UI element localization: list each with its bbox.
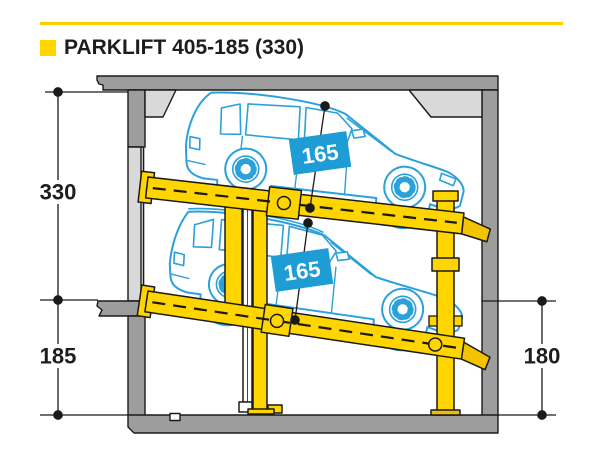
lower-car-window-rear <box>192 218 215 249</box>
top-divider-rule <box>40 22 563 25</box>
lift-columns <box>224 191 461 416</box>
dim-label-165-upper: 165 <box>300 139 340 169</box>
dim-dot <box>537 296 547 306</box>
front-post-tab-right <box>453 315 463 327</box>
lower-platform-pivot-post <box>427 337 443 352</box>
lower-platform <box>136 284 491 371</box>
front-post-tabs <box>428 315 463 327</box>
middle-base-plate <box>247 408 275 415</box>
building-structure <box>96 75 499 434</box>
floor-joint-notch <box>169 412 181 422</box>
ceiling-haunch-left <box>144 89 177 118</box>
upper-car-headlight <box>438 172 457 187</box>
title-block: PARKLIFT 405-185 (330) <box>40 36 304 60</box>
cylinder-foot <box>238 401 253 413</box>
upper-platform <box>137 170 492 243</box>
dimension-labels: 330 185 180 165 165 <box>34 131 566 369</box>
left-wall-upper <box>127 89 146 148</box>
label-mask <box>34 180 82 204</box>
ceiling-haunch-right <box>408 89 483 118</box>
dim-dot <box>305 203 315 213</box>
upper-car-bumper-line <box>185 159 206 166</box>
front-post-base <box>430 409 461 416</box>
dim-label-180: 180 <box>524 344 561 369</box>
upper-car-taillight <box>189 135 201 151</box>
lower-car-height-label: 165 <box>270 248 334 292</box>
label-box-blue <box>288 131 352 175</box>
dim-dot <box>303 218 313 228</box>
upper-car-window-mid <box>244 103 301 141</box>
title-bullet-icon <box>40 40 56 56</box>
lower-car-mirror <box>335 251 351 262</box>
upper-car-rear-wheel <box>224 147 268 191</box>
floor-slab <box>127 414 499 434</box>
front-post-tab-left <box>428 315 438 327</box>
label-mask <box>34 344 82 368</box>
dim-dot <box>53 87 63 97</box>
dim-dot <box>53 410 63 420</box>
upper-car-window-rear <box>219 103 242 136</box>
dim-label-185: 185 <box>40 344 77 369</box>
lower-car-bumper-line <box>169 273 190 280</box>
dim-label-165-lower: 165 <box>282 256 322 286</box>
ceiling-slab <box>96 75 499 91</box>
lower-car-windshield-line <box>330 241 373 276</box>
upper-car-mirror <box>350 128 367 139</box>
dim-dot <box>537 410 547 420</box>
upper-platform-dashline <box>152 187 457 224</box>
lower-car-taillight <box>173 251 186 267</box>
upper-car-height-label: 165 <box>288 131 352 175</box>
dim-dot <box>53 295 63 305</box>
dim-dot <box>290 315 300 325</box>
lower-car-door-line-3 <box>330 266 337 313</box>
dim-dot <box>320 101 330 111</box>
lower-platform-dashline <box>152 301 458 349</box>
left-wall-lower <box>127 315 146 417</box>
front-post-cap <box>432 190 459 202</box>
left-wall-middle <box>127 146 142 302</box>
label-mask <box>518 344 566 368</box>
front-post-clamp <box>431 257 460 272</box>
dim-label-330: 330 <box>40 180 77 205</box>
upper-car-windshield-line <box>346 117 393 153</box>
lower-car-front-wheel <box>381 287 425 331</box>
upper-platform-pivot <box>276 195 292 211</box>
lower-platform-pivot-mid <box>269 313 285 329</box>
front-post-fittings <box>431 190 460 272</box>
page-title: PARKLIFT 405-185 (330) <box>64 36 305 59</box>
label-box-blue <box>270 248 334 292</box>
